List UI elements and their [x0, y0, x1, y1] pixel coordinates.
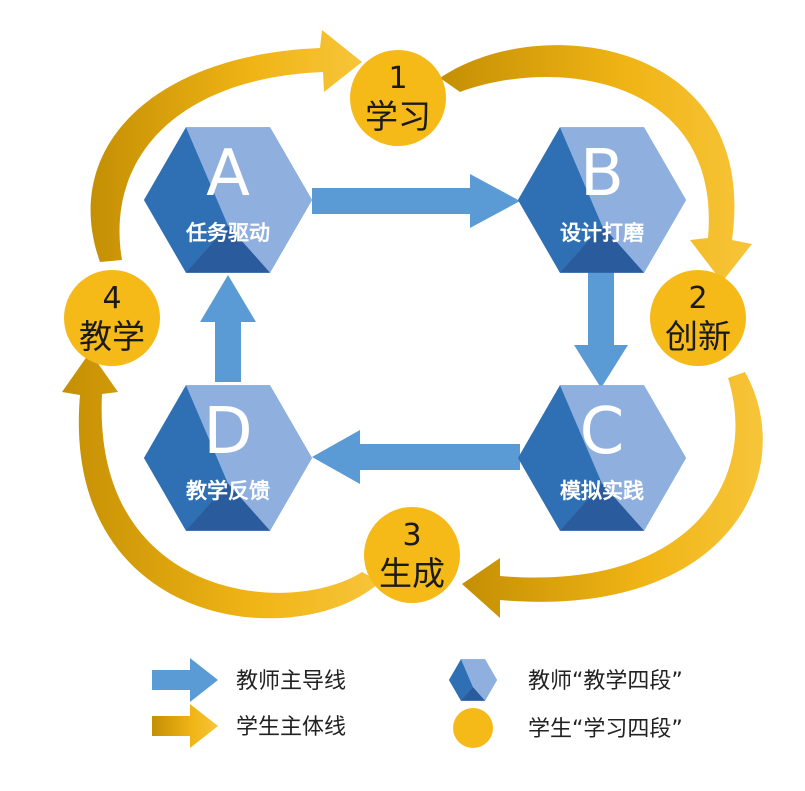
hexagon-letter: B [580, 137, 624, 211]
hexagon-d: D 教学反馈 [144, 385, 312, 531]
blue-arrow-c-to-d [312, 430, 520, 484]
legend-teacher-line-text: 教师主导线 [236, 669, 346, 694]
legend-student-line-text: 学生主体线 [236, 715, 346, 740]
circle-stage-4: 4教学 [64, 270, 160, 366]
hexagon-letter: A [206, 137, 250, 211]
circle-stage-1: 1学习 [350, 50, 446, 146]
hexagon-c: C 模拟实践 [518, 385, 686, 531]
teacher-stage-hexagons: A 任务驱动 B 设计打磨 C 模拟实践 D 教学反馈 [144, 127, 686, 531]
hexagon-label: 教学反馈 [186, 479, 270, 503]
hexagon-label: 任务驱动 [185, 221, 270, 245]
circle-label: 教学 [79, 317, 145, 356]
gold-arrow-2-to-3 [462, 372, 763, 618]
circle-stage-3: 3生成 [364, 507, 460, 603]
blue-arrow-a-to-b [312, 174, 520, 228]
gold-arrow-4-to-1 [90, 30, 363, 262]
legend-circle-icon [453, 708, 493, 748]
hexagon-letter: D [203, 395, 252, 469]
legend-blue-arrow-icon [152, 658, 218, 702]
gold-arrow-3-to-4 [62, 352, 380, 619]
blue-arrow-b-to-c [574, 265, 628, 388]
circle-number: 3 [402, 518, 421, 553]
circle-label: 学习 [365, 97, 431, 136]
legend-gold-arrow-icon [152, 704, 218, 748]
legend-teacher-stages-text: 教师“教学四段” [528, 669, 683, 694]
hexagon-b: B 设计打磨 [518, 127, 686, 273]
circle-number: 1 [388, 61, 407, 96]
teacher-line-arrows [200, 174, 628, 484]
circle-number: 4 [102, 281, 121, 316]
circle-number: 2 [688, 281, 707, 316]
student-line-arrows [62, 30, 763, 619]
hexagon-label: 模拟实践 [560, 479, 644, 503]
blue-arrow-d-to-a [200, 275, 256, 382]
hexagon-letter: C [580, 395, 625, 469]
legend-hexagon-shape [449, 659, 497, 701]
student-stage-circles: 1学习 2创新 3生成 4教学 [64, 50, 746, 603]
circle-label: 创新 [665, 317, 731, 356]
gold-arrow-1-to-2 [440, 45, 752, 282]
hexagon-a: A 任务驱动 [144, 127, 312, 273]
legend-student-stages-text: 学生“学习四段” [528, 717, 683, 742]
circle-stage-2: 2创新 [650, 270, 746, 366]
legend: 教师主导线 学生主体线 教师“教学四段” 学生“学习四段” [152, 658, 683, 748]
hexagon-label: 设计打磨 [560, 221, 644, 245]
circle-label: 生成 [379, 554, 445, 593]
legend-hexagon-icon [449, 659, 497, 701]
